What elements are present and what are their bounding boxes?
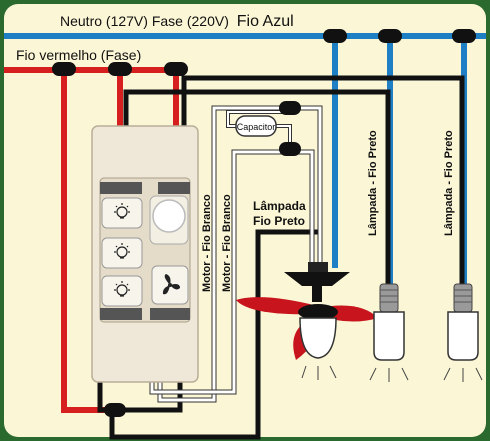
fan-light-rays bbox=[301, 365, 337, 380]
lightbulb-icon bbox=[114, 203, 130, 219]
fan-icon bbox=[162, 274, 180, 295]
terminal-block-bottom-left bbox=[100, 308, 142, 320]
switch-plate bbox=[91, 125, 199, 383]
ceiling-fan bbox=[236, 262, 378, 380]
terminal-block-top-right bbox=[158, 182, 190, 194]
light-switch-2[interactable] bbox=[101, 237, 143, 269]
lamp-b-bulb bbox=[447, 311, 479, 361]
dimmer-knob-icon[interactable] bbox=[149, 195, 189, 245]
lamp-label-line1: Lâmpada bbox=[253, 199, 306, 213]
lightbulb-icon bbox=[114, 243, 130, 259]
lamp-wire-a-label: Lâmpada - Fio Preto bbox=[367, 130, 379, 236]
lamp-a bbox=[369, 283, 409, 382]
terminal-block-bottom-right bbox=[150, 308, 190, 320]
lamp-wire-b-label: Lâmpada - Fio Preto bbox=[443, 130, 455, 236]
lamp-b bbox=[443, 283, 483, 382]
motor-wire-1-label: Motor - Fio Branco bbox=[201, 194, 213, 292]
lamp-label-line2: Fio Preto bbox=[253, 214, 305, 228]
red-wire-label: Fio vermelho (Fase) bbox=[16, 47, 141, 63]
light-switch-1[interactable] bbox=[101, 197, 143, 229]
wire-connectors bbox=[52, 29, 476, 417]
fan-light-globe bbox=[299, 317, 337, 359]
neutral-line-label: Neutro (127V) Fase (220V) Fio Azul bbox=[60, 13, 294, 30]
light-switch-3[interactable] bbox=[101, 275, 143, 307]
neutral-line-label-suffix: Fio Azul bbox=[237, 13, 294, 30]
capacitor-label: Capacitor bbox=[237, 122, 276, 132]
fan-switch[interactable] bbox=[151, 265, 189, 305]
fan-blade-left bbox=[236, 297, 318, 315]
terminal-block-top-left bbox=[100, 182, 142, 194]
lightbulb-icon bbox=[114, 281, 130, 297]
lamp-a-bulb bbox=[373, 311, 405, 361]
motor-wire-2-label: Motor - Fio Branco bbox=[221, 194, 233, 292]
capacitor: Capacitor bbox=[235, 115, 277, 137]
